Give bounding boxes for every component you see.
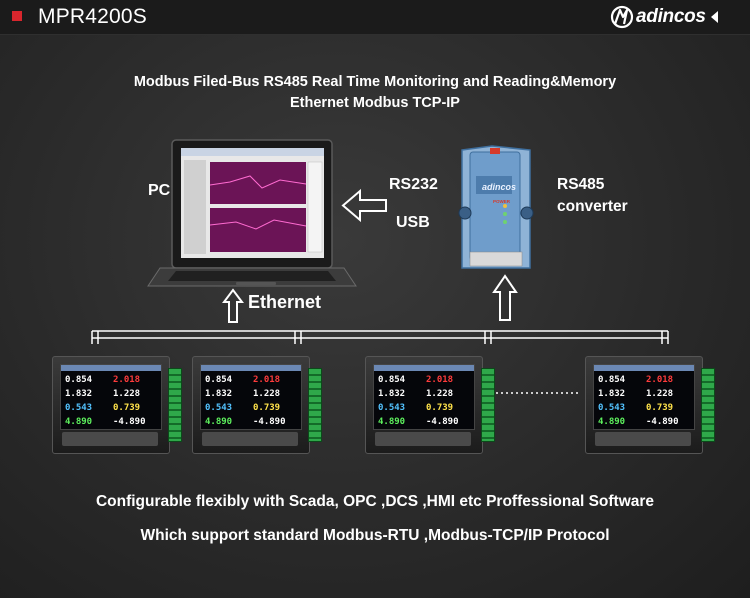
reading-left: 4.890 — [205, 417, 233, 427]
header-bar: MPR4200S adincos — [0, 0, 750, 35]
reading-right: 0.739 — [253, 403, 281, 413]
reading-left: 0.854 — [65, 375, 93, 385]
reading-left: 0.854 — [205, 375, 233, 385]
converter-label-line2: converter — [557, 198, 628, 215]
reading-right: 1.228 — [426, 389, 454, 399]
arrow-up-left-icon — [222, 288, 244, 323]
reading-right: 1.228 — [646, 389, 674, 399]
brand-logo: adincos — [610, 5, 720, 29]
arrow-left-icon — [341, 188, 387, 223]
logo-arrow-icon — [710, 11, 718, 23]
terminal-block — [701, 368, 715, 442]
reading-right: 1.228 — [113, 389, 141, 399]
reading-right: 0.739 — [426, 403, 454, 413]
terminal-block — [308, 368, 322, 442]
terminal-block — [481, 368, 495, 442]
paperless-recorder: 0.854 2.018 1.832 1.228 0.543 0.739 4.89… — [365, 356, 495, 454]
reading-right: 1.228 — [253, 389, 281, 399]
reading-left: 1.832 — [65, 389, 93, 399]
paperless-recorder: 0.854 2.018 1.832 1.228 0.543 0.739 4.89… — [585, 356, 715, 454]
reading-left: 0.543 — [205, 403, 233, 413]
model-name: MPR4200S — [38, 5, 147, 28]
recorder-screen: 0.854 2.018 1.832 1.228 0.543 0.739 4.89… — [373, 364, 475, 430]
ethernet-label: Ethernet — [248, 292, 322, 312]
reading-left: 0.543 — [378, 403, 406, 413]
converter-label-line1: RS485 — [557, 176, 605, 193]
reading-left: 1.832 — [205, 389, 233, 399]
reading-right: 0.739 — [646, 403, 674, 413]
reading-left: 0.854 — [378, 375, 406, 385]
reading-right: -4.890 — [426, 417, 459, 427]
arrow-up-right-icon — [492, 274, 518, 321]
terminal-block — [168, 368, 182, 442]
reading-right: 2.018 — [426, 375, 454, 385]
diagram-subtitle: Ethernet Modbus TCP-IP — [290, 95, 460, 111]
reading-right: -4.890 — [113, 417, 146, 427]
brand-name: adincos — [636, 6, 706, 27]
laptop-icon — [147, 139, 357, 287]
rs485-bus-line — [91, 330, 669, 344]
reading-right: 2.018 — [253, 375, 281, 385]
reading-left: 4.890 — [598, 417, 626, 427]
caption-protocol: Which support standard Modbus-RTU ,Modbu… — [140, 527, 610, 544]
brand-square-icon — [12, 11, 22, 21]
caption-software: Configurable flexibly with Scada, OPC ,D… — [95, 493, 655, 510]
pc-label: PC — [148, 182, 171, 199]
converter-power-label: POWER — [493, 199, 511, 204]
reading-right: 0.739 — [113, 403, 141, 413]
converter-brand-label: adincos — [482, 182, 517, 192]
reading-left: 4.890 — [378, 417, 406, 427]
reading-left: 0.854 — [598, 375, 626, 385]
reading-left: 1.832 — [598, 389, 626, 399]
reading-left: 1.832 — [378, 389, 406, 399]
recorder-screen: 0.854 2.018 1.832 1.228 0.543 0.739 4.89… — [593, 364, 695, 430]
diagram-title: Modbus Filed-Bus RS485 Real Time Monitor… — [133, 74, 617, 90]
usb-label: USB — [396, 214, 430, 231]
reading-right: 2.018 — [646, 375, 674, 385]
reading-right: -4.890 — [253, 417, 286, 427]
paperless-recorder: 0.854 2.018 1.832 1.228 0.543 0.739 4.89… — [52, 356, 182, 454]
reading-right: -4.890 — [646, 417, 679, 427]
paperless-recorder: 0.854 2.018 1.832 1.228 0.543 0.739 4.89… — [192, 356, 322, 454]
recorder-screen: 0.854 2.018 1.832 1.228 0.543 0.739 4.89… — [60, 364, 162, 430]
rs232-label: RS232 — [389, 176, 438, 193]
recorder-screen: 0.854 2.018 1.832 1.228 0.543 0.739 4.89… — [200, 364, 302, 430]
logo-mark-icon — [610, 5, 634, 29]
reading-left: 0.543 — [598, 403, 626, 413]
rs485-converter-icon — [458, 145, 534, 269]
reading-right: 2.018 — [113, 375, 141, 385]
reading-left: 4.890 — [65, 417, 93, 427]
reading-left: 0.543 — [65, 403, 93, 413]
